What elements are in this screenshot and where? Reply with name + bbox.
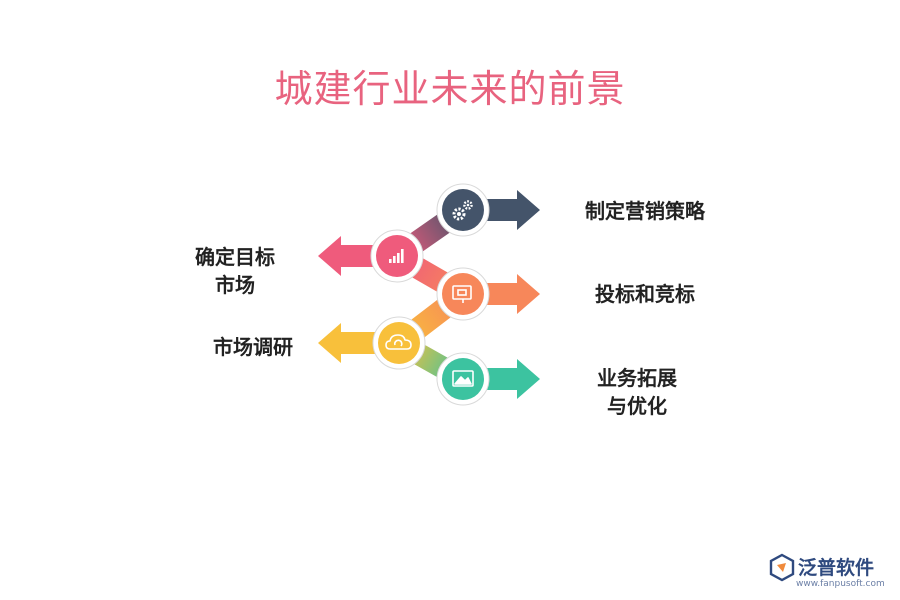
step-5-arrow [480,359,540,399]
step-2-arrow [318,236,380,276]
brand-name: 泛普软件 [798,557,875,579]
page-title: 城建行业未来的前景 [274,67,626,111]
brand-logo: 泛普软件 www.fanpusoft.com [768,548,893,594]
step-4 [318,316,426,370]
picture-icon [452,370,474,387]
step-2 [318,229,424,283]
step-3-arrow [480,274,540,314]
step-5 [436,352,540,406]
step-1 [436,183,540,237]
fanpu-logo-icon [769,553,795,582]
gears-icon [452,200,473,221]
step-4-circle [378,322,420,364]
bar-chart-icon [389,249,404,263]
step-3-label: 投标和竞标 [595,282,695,306]
step-4-arrow [318,323,382,363]
step-3 [436,267,540,321]
step-1-arrow [480,190,540,230]
step-3-circle [442,273,484,315]
step-5-label: 业务拓展 与优化 [597,366,677,418]
step-4-label: 市场调研 [213,335,293,359]
step-2-label: 确定目标 市场 [195,245,275,297]
brand-url: www.fanpusoft.com [796,579,885,589]
cloud-refresh-icon [385,334,412,350]
presentation-icon [452,285,472,303]
step-1-label: 制定营销策略 [585,199,705,223]
